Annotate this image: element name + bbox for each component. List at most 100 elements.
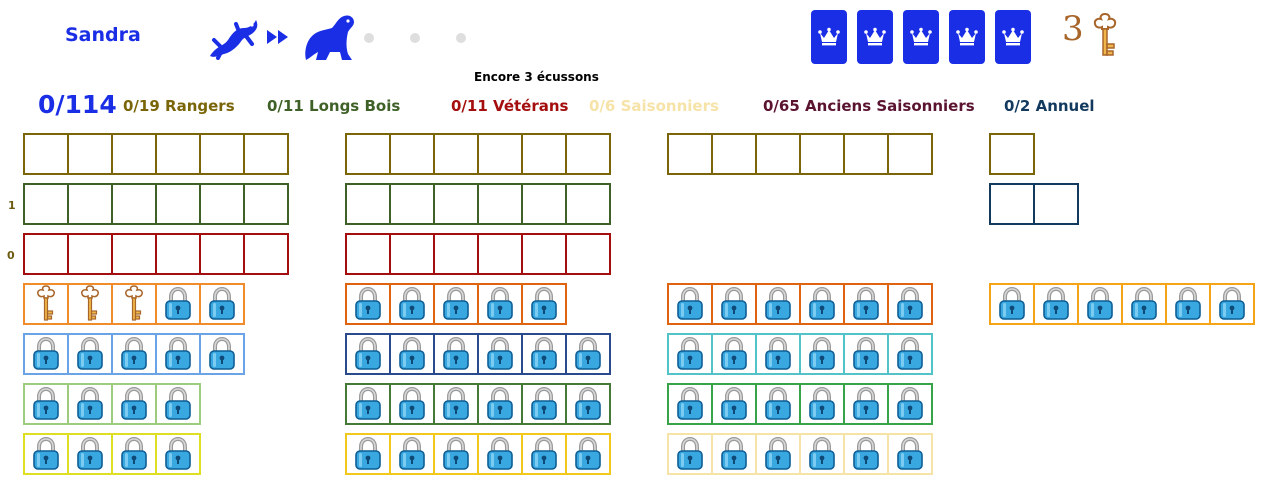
player-name[interactable]: Sandra: [65, 24, 141, 46]
locked-badge-slot[interactable]: [433, 433, 479, 475]
locked-badge-slot[interactable]: [155, 383, 201, 425]
locked-badge-slot[interactable]: [887, 433, 933, 475]
locked-badge-slot[interactable]: [1165, 283, 1211, 325]
locked-badge-slot[interactable]: [155, 433, 201, 475]
locked-badge-slot[interactable]: [477, 283, 523, 325]
locked-badge-slot[interactable]: [23, 433, 69, 475]
locked-badge-slot[interactable]: [755, 383, 801, 425]
key-badge-slot[interactable]: [23, 283, 69, 325]
empty-badge-slot[interactable]: [799, 133, 845, 175]
locked-badge-slot[interactable]: [521, 383, 567, 425]
crown-card[interactable]: [857, 10, 893, 64]
locked-badge-slot[interactable]: [67, 333, 113, 375]
locked-badge-slot[interactable]: [433, 333, 479, 375]
empty-badge-slot[interactable]: [199, 133, 245, 175]
locked-badge-slot[interactable]: [199, 283, 245, 325]
locked-badge-slot[interactable]: [1209, 283, 1255, 325]
locked-badge-slot[interactable]: [23, 383, 69, 425]
empty-badge-slot[interactable]: [433, 183, 479, 225]
empty-badge-slot[interactable]: [477, 183, 523, 225]
empty-badge-slot[interactable]: [565, 183, 611, 225]
locked-badge-slot[interactable]: [843, 433, 889, 475]
locked-badge-slot[interactable]: [1033, 283, 1079, 325]
locked-badge-slot[interactable]: [843, 283, 889, 325]
locked-badge-slot[interactable]: [345, 433, 391, 475]
empty-badge-slot[interactable]: [199, 183, 245, 225]
empty-badge-slot[interactable]: [989, 183, 1035, 225]
locked-badge-slot[interactable]: [345, 333, 391, 375]
crown-card[interactable]: [995, 10, 1031, 64]
category-anciens-saisonniers[interactable]: 0/65 Anciens Saisonniers: [763, 97, 975, 115]
empty-badge-slot[interactable]: [667, 133, 713, 175]
empty-badge-slot[interactable]: [111, 133, 157, 175]
empty-badge-slot[interactable]: [521, 133, 567, 175]
locked-badge-slot[interactable]: [711, 383, 757, 425]
empty-badge-slot[interactable]: [521, 233, 567, 275]
empty-badge-slot[interactable]: [843, 133, 889, 175]
locked-badge-slot[interactable]: [667, 383, 713, 425]
locked-badge-slot[interactable]: [111, 383, 157, 425]
category-annuel[interactable]: 0/2 Annuel: [1004, 97, 1095, 115]
locked-badge-slot[interactable]: [755, 433, 801, 475]
locked-badge-slot[interactable]: [433, 383, 479, 425]
empty-badge-slot[interactable]: [433, 133, 479, 175]
empty-badge-slot[interactable]: [389, 233, 435, 275]
locked-badge-slot[interactable]: [565, 433, 611, 475]
empty-badge-slot[interactable]: [389, 183, 435, 225]
empty-badge-slot[interactable]: [565, 133, 611, 175]
crown-card[interactable]: [811, 10, 847, 64]
crown-card[interactable]: [949, 10, 985, 64]
locked-badge-slot[interactable]: [155, 333, 201, 375]
empty-badge-slot[interactable]: [111, 183, 157, 225]
empty-badge-slot[interactable]: [243, 233, 289, 275]
empty-badge-slot[interactable]: [155, 233, 201, 275]
empty-badge-slot[interactable]: [155, 133, 201, 175]
empty-badge-slot[interactable]: [345, 233, 391, 275]
locked-badge-slot[interactable]: [887, 283, 933, 325]
locked-badge-slot[interactable]: [799, 383, 845, 425]
locked-badge-slot[interactable]: [711, 433, 757, 475]
empty-badge-slot[interactable]: [433, 233, 479, 275]
locked-badge-slot[interactable]: [521, 333, 567, 375]
locked-badge-slot[interactable]: [755, 283, 801, 325]
empty-badge-slot[interactable]: [477, 133, 523, 175]
locked-badge-slot[interactable]: [67, 433, 113, 475]
locked-badge-slot[interactable]: [565, 383, 611, 425]
locked-badge-slot[interactable]: [345, 283, 391, 325]
locked-badge-slot[interactable]: [345, 383, 391, 425]
empty-badge-slot[interactable]: [711, 133, 757, 175]
empty-badge-slot[interactable]: [565, 233, 611, 275]
empty-badge-slot[interactable]: [477, 233, 523, 275]
empty-badge-slot[interactable]: [67, 233, 113, 275]
locked-badge-slot[interactable]: [711, 333, 757, 375]
locked-badge-slot[interactable]: [389, 433, 435, 475]
category-veterans[interactable]: 0/11 Vétérans: [451, 97, 568, 115]
locked-badge-slot[interactable]: [477, 433, 523, 475]
empty-badge-slot[interactable]: [1033, 183, 1079, 225]
locked-badge-slot[interactable]: [389, 283, 435, 325]
empty-badge-slot[interactable]: [67, 183, 113, 225]
locked-badge-slot[interactable]: [799, 333, 845, 375]
empty-badge-slot[interactable]: [199, 233, 245, 275]
locked-badge-slot[interactable]: [711, 283, 757, 325]
locked-badge-slot[interactable]: [389, 383, 435, 425]
locked-badge-slot[interactable]: [23, 333, 69, 375]
locked-badge-slot[interactable]: [111, 433, 157, 475]
empty-badge-slot[interactable]: [23, 133, 69, 175]
key-badge-slot[interactable]: [111, 283, 157, 325]
empty-badge-slot[interactable]: [989, 133, 1035, 175]
empty-badge-slot[interactable]: [345, 133, 391, 175]
locked-badge-slot[interactable]: [521, 433, 567, 475]
locked-badge-slot[interactable]: [1077, 283, 1123, 325]
locked-badge-slot[interactable]: [843, 333, 889, 375]
locked-badge-slot[interactable]: [799, 433, 845, 475]
locked-badge-slot[interactable]: [155, 283, 201, 325]
locked-badge-slot[interactable]: [565, 333, 611, 375]
category-saisonniers[interactable]: 0/6 Saisonniers: [589, 97, 719, 115]
locked-badge-slot[interactable]: [389, 333, 435, 375]
empty-badge-slot[interactable]: [887, 133, 933, 175]
empty-badge-slot[interactable]: [23, 183, 69, 225]
locked-badge-slot[interactable]: [433, 283, 479, 325]
locked-badge-slot[interactable]: [111, 333, 157, 375]
locked-badge-slot[interactable]: [755, 333, 801, 375]
